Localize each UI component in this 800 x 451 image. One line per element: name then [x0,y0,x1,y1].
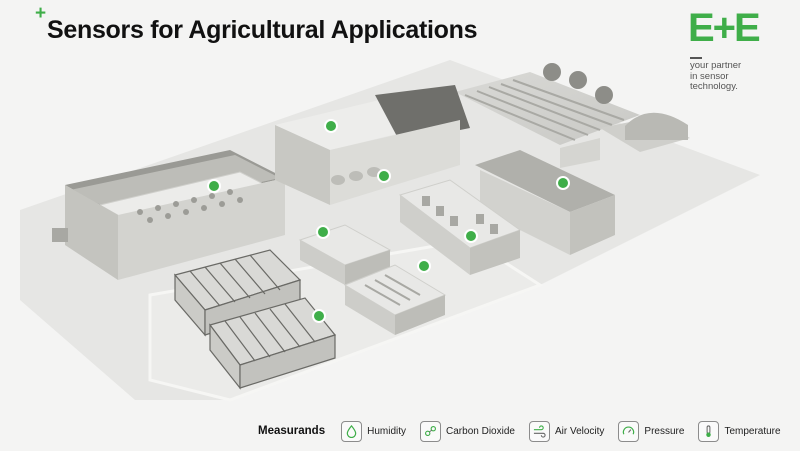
brand-tagline: your partner in sensor technology. [690,60,790,93]
legend-label: Temperature [724,425,781,437]
cattle-barn [52,150,285,280]
sensor-marker [464,229,478,243]
humidity-icon [341,420,363,442]
carbon-dioxide-icon [420,420,442,442]
legend-label: Humidity [367,425,407,437]
sensor-marker [377,169,391,183]
legend-label: Carbon Dioxide [446,425,515,437]
tagline-line-2: in sensor [690,70,729,82]
temperature-icon [698,420,720,442]
processing-building [275,85,470,205]
legend-title: Measurands [258,425,326,437]
tagline-line-3: technology. [690,81,738,92]
tagline-line-1: your partner [690,60,742,71]
sensor-markers [207,119,570,323]
crop-rows [464,79,625,141]
legend-item-carbon-dioxide: Carbon Dioxide [420,420,515,442]
sensor-marker [312,309,326,323]
pig-house [398,179,522,275]
sensor-marker [316,225,330,239]
storage-building [560,112,690,168]
legend-item-humidity: Humidity [341,420,407,442]
tagline-rule [690,57,702,59]
pressure-icon [618,420,640,442]
sensor-marker [324,119,338,133]
sensor-marker [417,259,431,273]
trees [543,63,613,104]
title-plus-mark: + [35,3,47,24]
livestock-house [475,150,615,255]
brand-logo: E+E [688,6,761,50]
measurands-legend: Measurands Humidity Carbon Dioxide Air V… [258,418,795,444]
air-velocity-icon [528,420,550,442]
greenhouse-2 [208,297,337,390]
sensor-marker [556,176,570,190]
sensor-marker [207,179,221,193]
stable-unit-2 [343,264,447,335]
legend-item-pressure: Pressure [618,420,685,442]
legend-item-temperature: Temperature [698,420,781,442]
legend-label: Air Velocity [554,425,605,437]
legend-label: Pressure [644,425,685,437]
legend-item-air-velocity: Air Velocity [528,420,605,442]
page-title: Sensors for Agricultural Applications [47,16,478,44]
